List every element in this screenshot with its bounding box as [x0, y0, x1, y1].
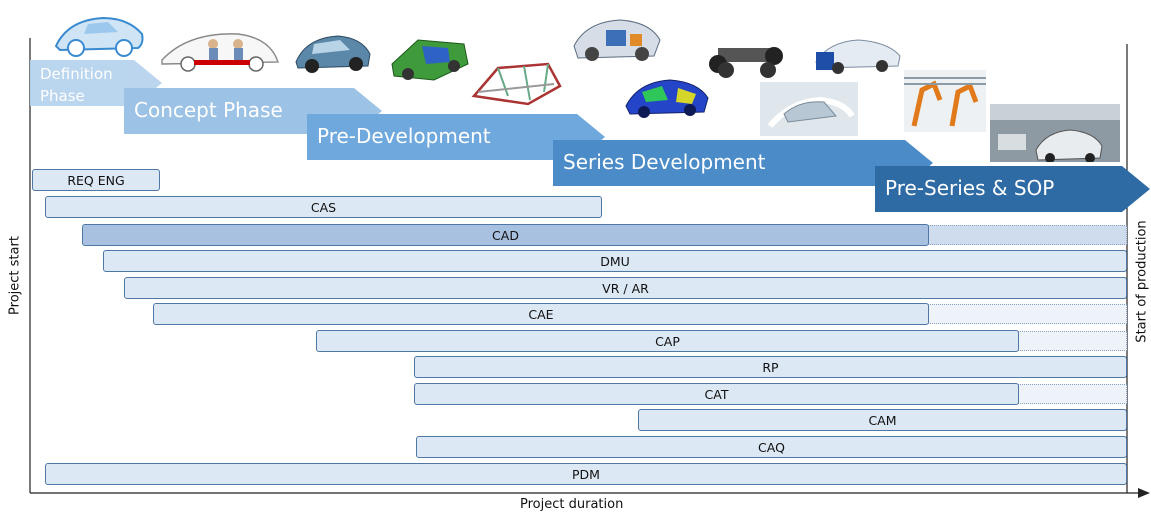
phase-definition-line2: Phase [40, 87, 85, 105]
bar-caq: CAQ [416, 436, 1127, 458]
bar-cad: CAD [82, 224, 929, 246]
bar-cas: CAS [45, 196, 602, 218]
cad-extension [928, 225, 1127, 245]
car-rendering-image [295, 35, 371, 73]
phase-definition-line1: Definition [40, 65, 113, 83]
bar-vr-ar: VR / AR [124, 277, 1127, 299]
phase-pre-series: Pre-Series & SOP [875, 166, 1150, 212]
bar-rp: RP [414, 356, 1127, 378]
car-prototype-image [815, 39, 901, 74]
engine-bay-model-image [573, 19, 661, 61]
sop-label: Start of production [1134, 220, 1150, 343]
bar-req-eng: REQ ENG [32, 169, 160, 191]
cat-extension [1018, 384, 1127, 404]
body-frame-image [471, 62, 562, 106]
car-interior-sketch-image [161, 33, 279, 72]
bar-cap: CAP [316, 330, 1019, 352]
car-cad-model-image [391, 39, 469, 81]
phase-pre-series-label: Pre-Series & SOP [885, 176, 1055, 200]
chassis-image [709, 47, 783, 78]
x-axis-label: Project duration [520, 497, 624, 512]
bar-pdm: PDM [45, 463, 1127, 485]
phase-series-development-label: Series Development [563, 150, 766, 174]
phase-concept-label: Concept Phase [134, 98, 283, 122]
cap-extension [1018, 331, 1127, 351]
bar-dmu: DMU [103, 250, 1127, 272]
y-axis-label: Project start [7, 236, 23, 315]
production-line-image [990, 104, 1120, 162]
phase-pre-development-label: Pre-Development [317, 124, 491, 148]
factory-robots-image [904, 70, 986, 132]
fea-body-mesh-image [625, 79, 709, 118]
crash-test-image [760, 82, 858, 136]
bar-cae: CAE [153, 303, 929, 325]
x-axis-arrow-icon [1138, 488, 1150, 498]
car-sketch-image [54, 16, 144, 57]
bar-cam: CAM [638, 409, 1127, 431]
phase-series-development: Series Development [553, 140, 933, 186]
bar-cat: CAT [414, 383, 1019, 405]
cae-extension [928, 304, 1127, 324]
